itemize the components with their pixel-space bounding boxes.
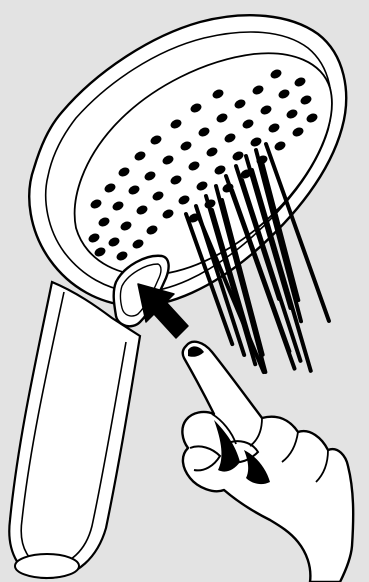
shower-handle — [9, 282, 140, 578]
hand-pointing-icon — [182, 342, 353, 582]
shower-head-icon — [29, 15, 346, 306]
